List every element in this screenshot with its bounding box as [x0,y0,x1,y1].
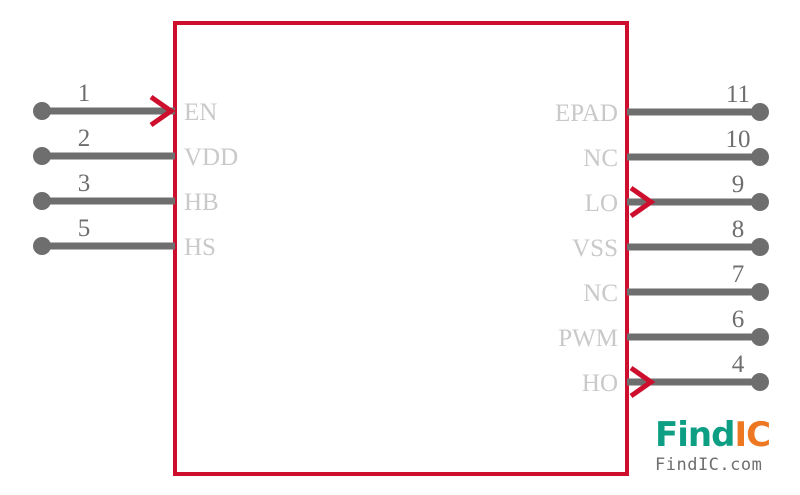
pin-number: 2 [78,125,91,152]
pin-terminal-dot[interactable] [751,283,769,301]
pin-direction-arrow [629,185,656,219]
pin-number: 10 [726,126,751,153]
right-pin-lo-9[interactable]: 9LO [585,171,769,219]
pin-terminal-dot[interactable] [33,147,51,165]
pin-number: 4 [732,351,745,378]
pin-terminal-dot[interactable] [33,102,51,120]
left-pin-en[interactable]: 1EN [33,80,217,128]
pin-number: 9 [732,171,745,198]
findic-logo-domain-text: FindIC.com [655,455,763,475]
pin-terminal-dot[interactable] [751,148,769,166]
findic-watermark: FindIC FindIC.com [655,418,790,480]
pin-number: 7 [732,261,745,288]
pin-label: HO [582,370,618,397]
pin-number: 6 [732,306,745,333]
pin-number: 3 [78,170,91,197]
pin-terminal-dot[interactable] [33,237,51,255]
pin-number: 11 [726,81,750,108]
pin-label: VSS [572,235,618,262]
pin-direction-arrow [149,94,176,128]
pin-label: NC [583,145,618,172]
pin-label: PWM [558,325,618,352]
right-pin-nc-7[interactable]: 7NC [583,261,769,307]
pin-label: HB [184,189,219,216]
pin-number: 5 [78,215,91,242]
right-pin-ho-4[interactable]: 4HO [582,351,769,399]
pin-label: VDD [184,144,238,171]
pin-terminal-dot[interactable] [751,328,769,346]
pin-terminal-dot[interactable] [751,103,769,121]
pin-number: 8 [732,216,745,243]
pin-terminal-dot[interactable] [33,192,51,210]
pin-label: LO [585,190,618,217]
pin-label: NC [583,280,618,307]
pin-label: HS [184,234,216,261]
pin-label: EPAD [555,100,618,127]
pin-terminal-dot[interactable] [751,193,769,211]
findic-logo-wordmark: FindIC [655,418,790,454]
pin-label: EN [184,99,217,126]
left-pin-hb[interactable]: 3HB [33,170,219,216]
pin-terminal-dot[interactable] [751,373,769,391]
pin-direction-arrow [629,365,656,399]
findic-logo-ic-text: IC [734,415,771,455]
left-pin-hs[interactable]: 5HS [33,215,216,261]
pin-number: 1 [78,80,91,107]
ic-body-rectangle [173,21,629,476]
findic-logo-find-text: Find [655,415,735,455]
pin-terminal-dot[interactable] [751,238,769,256]
